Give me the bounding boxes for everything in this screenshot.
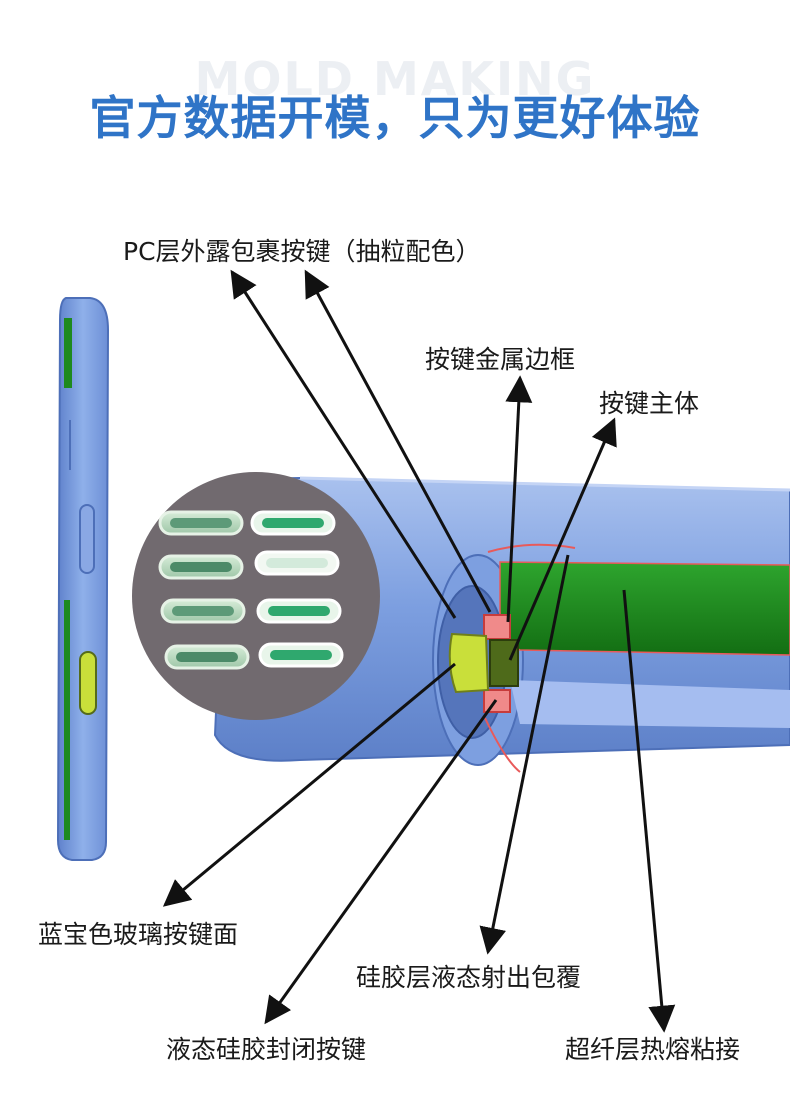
sample-button-3-2: [256, 598, 342, 624]
arrow-sapphire-face: [162, 662, 456, 907]
callout-liquid-silicone-seal: 液态硅胶封闭按键: [166, 1035, 367, 1064]
arrow-pc-layer-a: [230, 269, 457, 619]
callout-microfiber-bond: 超纤层热熔粘接: [565, 1035, 741, 1064]
sample-button-4-1: [164, 644, 250, 670]
sample-button-2-2: [254, 550, 340, 576]
arrow-pc-layer-b: [304, 269, 492, 613]
callout-sapphire-face: 蓝宝色玻璃按键面: [38, 920, 239, 949]
sample-button-4-2: [258, 642, 344, 668]
sample-button-1-1: [158, 510, 244, 536]
sample-button-2-1: [158, 554, 244, 580]
sample-button-1-2: [250, 510, 336, 536]
arrow-key-body: [508, 417, 617, 661]
sample-button-3-1: [160, 598, 246, 624]
callout-pc-layer: PC层外露包裹按键（抽粒配色）: [123, 237, 481, 266]
callout-metal-frame: 按键金属边框: [425, 345, 576, 374]
leader-arrows: [162, 269, 676, 1033]
arrow-metal-frame: [505, 375, 533, 623]
arrow-silicone-overmold: [479, 554, 570, 955]
watermark-text: MOLD MAKING: [194, 52, 596, 106]
arrow-microfiber-bond: [622, 589, 676, 1033]
callout-silicone-overmold: 硅胶层液态射出包覆: [356, 963, 582, 992]
button-sample-inset: [132, 472, 380, 720]
callout-key-body: 按键主体: [599, 389, 700, 418]
page-title: 官方数据开模，只为更好体验: [89, 91, 701, 145]
phone-case-side-view: [56, 297, 110, 861]
arrow-liquid-silicone-seal: [264, 699, 498, 1025]
